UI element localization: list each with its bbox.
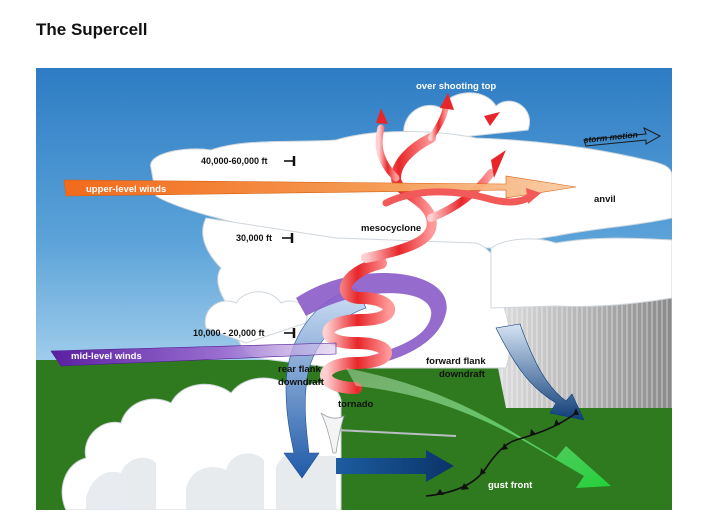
supercell-diagram: over shooting top storm motion 40,000-60… bbox=[36, 68, 672, 510]
storm-motion-arrow bbox=[583, 127, 662, 147]
label-anvil: anvil bbox=[594, 194, 616, 205]
tornado-funnel bbox=[320, 412, 345, 454]
outflow-arrow bbox=[336, 450, 454, 482]
cloud-shading bbox=[86, 452, 336, 510]
upper-level-winds-arrow bbox=[63, 175, 577, 199]
label-rear-flank-downdraft-line1: rear flank bbox=[278, 364, 321, 375]
updraft-arrowheads bbox=[376, 93, 506, 178]
label-altitude-low: 10,000 - 20,000 ft bbox=[193, 328, 265, 338]
altitude-marker-top bbox=[284, 156, 296, 166]
label-rear-flank-downdraft-line2: downdraft bbox=[278, 377, 325, 388]
anvil-outflow-loop bbox=[382, 188, 535, 207]
surface-boundary-line bbox=[335, 429, 457, 437]
altitude-marker-low bbox=[284, 328, 296, 338]
forward-flank-downdraft-arrow bbox=[495, 323, 585, 421]
altitude-marker-mid bbox=[282, 233, 294, 243]
label-forward-flank-downdraft-line2: downdraft bbox=[439, 369, 486, 380]
gust-front-line bbox=[425, 412, 577, 497]
label-gust-front: gust front bbox=[488, 480, 533, 491]
gust-front-barbs bbox=[436, 408, 579, 495]
purple-rotation-band bbox=[296, 272, 447, 369]
outflow-arrowhead bbox=[526, 188, 541, 204]
label-upper-level-winds: upper-level winds bbox=[86, 184, 166, 195]
label-overshooting-top: over shooting top bbox=[416, 81, 496, 92]
label-mid-level-winds: mid-level winds bbox=[71, 351, 142, 362]
inflow-arrow bbox=[346, 368, 611, 488]
page-title: The Supercell bbox=[36, 20, 148, 39]
mid-level-winds-arrow bbox=[50, 342, 337, 367]
label-tornado: tornado bbox=[338, 399, 374, 410]
label-altitude-mid: 30,000 ft bbox=[236, 233, 272, 243]
label-mesocyclone: mesocyclone bbox=[361, 223, 421, 234]
label-forward-flank-downdraft-line1: forward flank bbox=[426, 356, 486, 367]
label-altitude-top: 40,000-60,000 ft bbox=[201, 156, 268, 166]
